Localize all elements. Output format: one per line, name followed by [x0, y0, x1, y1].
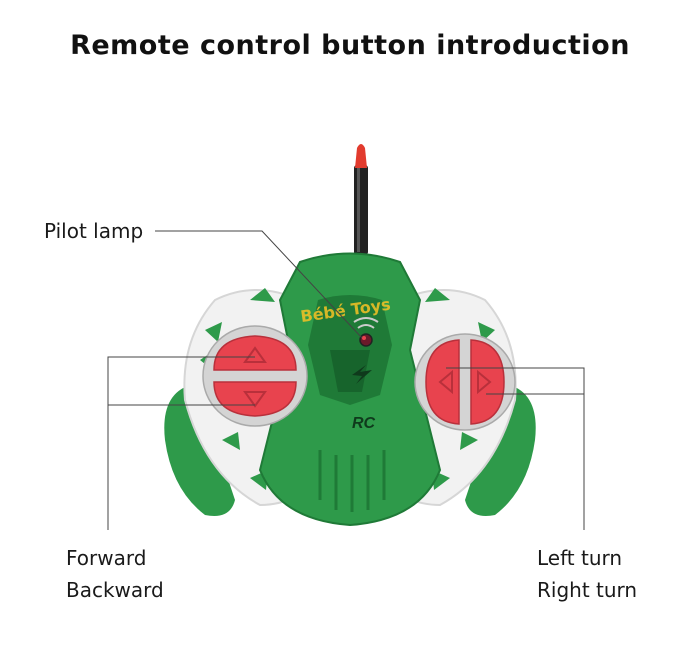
left-grip	[164, 385, 235, 516]
right-arrow-icon	[477, 369, 492, 395]
left-turn-button[interactable]	[425, 339, 460, 425]
pilot-lamp	[353, 317, 379, 347]
body-ridges	[318, 450, 386, 512]
forward-button[interactable]	[213, 335, 297, 371]
page-title: Remote control button introduction	[70, 30, 630, 61]
backward-button[interactable]	[213, 381, 297, 417]
leader-lines	[107, 230, 585, 530]
antenna-tip	[355, 144, 367, 168]
right-turn-label: Right turn	[537, 578, 638, 602]
power-icon	[352, 365, 372, 384]
forward-arrow-icon	[243, 346, 267, 363]
forward-leader	[107, 356, 255, 530]
backward-label: Backward	[66, 578, 164, 602]
left-arrow-icon	[438, 369, 453, 395]
right-button-pad	[414, 333, 516, 431]
backward-arrow-icon	[243, 391, 267, 408]
left-button-pad	[202, 325, 308, 427]
antenna	[354, 144, 368, 255]
left-turn-leader	[446, 367, 585, 530]
pilot-lamp-leader	[155, 230, 363, 339]
forward-label: Forward	[66, 546, 147, 570]
left-turn-label: Left turn	[537, 546, 623, 570]
rc-badge: RC	[352, 415, 376, 432]
pilot-lamp-label: Pilot lamp	[44, 219, 144, 243]
right-grip	[465, 385, 536, 516]
right-turn-button[interactable]	[470, 339, 505, 425]
